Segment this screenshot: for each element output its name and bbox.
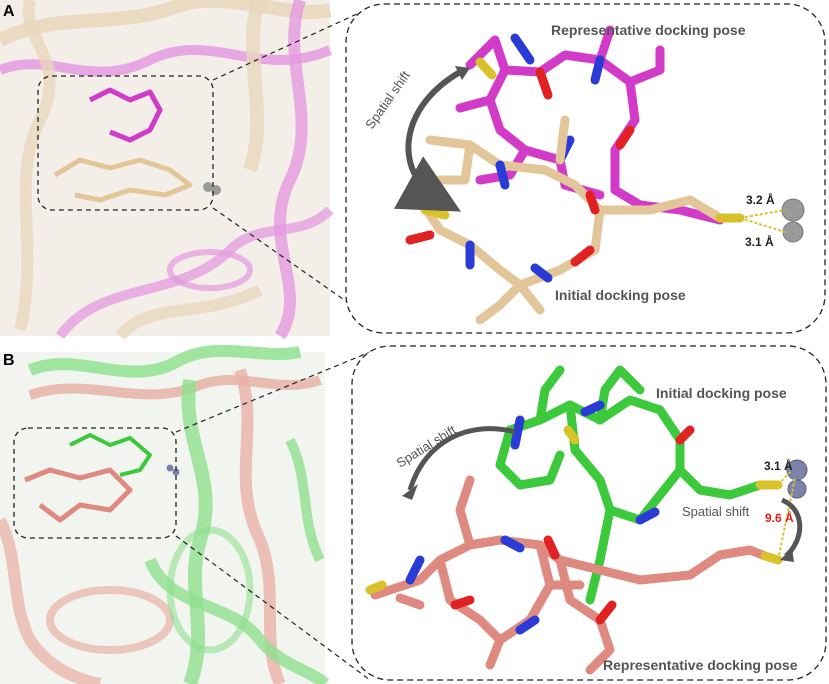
pose-label-top: Representative docking pose (551, 22, 746, 38)
panel-a-letter: A (3, 3, 15, 20)
panel-b-zoom: Initial docking pose Representative dock… (351, 345, 827, 681)
metal-ion (782, 221, 804, 243)
metal-ion (787, 479, 807, 499)
pose-label-bottom: Initial docking pose (555, 287, 686, 303)
salmon-ligand (365, 475, 783, 675)
panel-a-zoom: Representative docking pose Initial dock… (345, 3, 826, 334)
panel-a-overview (0, 0, 334, 341)
shift-label-right: Spatial shift (682, 504, 750, 519)
distance-label-1: 3.2 Å (746, 192, 775, 207)
distance-label-1: 3.1 Å (764, 458, 793, 473)
panel-b: B (0, 344, 827, 684)
spatial-shift-arrow-left (407, 426, 516, 491)
pose-label-bottom: Representative docking pose (603, 657, 798, 673)
metal-ion (781, 198, 805, 222)
green-ligand (495, 365, 783, 605)
panel-b-letter: B (3, 352, 15, 369)
panel-b-overview (0, 344, 330, 684)
spatial-shift-arrow (393, 69, 462, 212)
panel-a-zoom-frame (345, 3, 826, 334)
panel-a: A (0, 0, 826, 341)
pose-label-top: Initial docking pose (656, 385, 787, 401)
distance-label-2: 3.1 Å (745, 234, 774, 249)
panel-b-zoom-box (13, 427, 177, 539)
panel-a-zoom-box (37, 75, 214, 211)
distance-label-2: 9.6 Å (765, 510, 794, 525)
